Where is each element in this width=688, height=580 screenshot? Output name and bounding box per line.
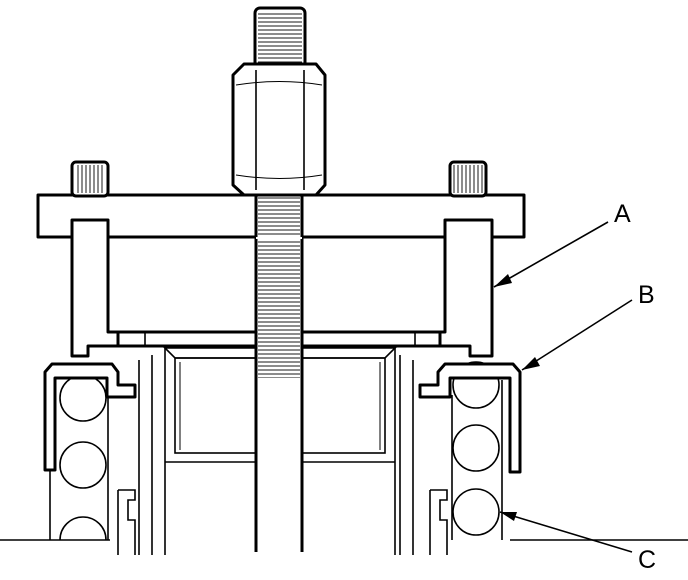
callout-leaders xyxy=(493,221,633,553)
jaw-right xyxy=(418,362,522,474)
bearing-ball-right-1 xyxy=(452,361,500,409)
hub-lower-right xyxy=(430,489,448,555)
leader-c xyxy=(499,511,633,553)
bearing-ball-right-2 xyxy=(452,424,500,472)
side-bolts xyxy=(70,160,488,198)
hub-assembly xyxy=(0,347,688,555)
leader-b xyxy=(521,299,633,371)
puller-leg-left xyxy=(70,218,120,358)
callout-label-a: A xyxy=(614,200,631,228)
puller-body-a xyxy=(36,193,526,358)
puller-leg-right xyxy=(438,218,494,358)
center-nut xyxy=(231,6,327,197)
bearing-ball-left-2 xyxy=(59,441,107,489)
puller-jaws-b xyxy=(43,362,522,474)
hub-lower-left xyxy=(118,489,136,555)
spacer-plate xyxy=(116,330,442,348)
leader-a xyxy=(493,221,609,288)
center-screw xyxy=(254,200,304,552)
bearing-ball-left-3 xyxy=(59,516,107,541)
callout-label-b: B xyxy=(638,281,655,309)
callout-label-c: C xyxy=(638,546,656,574)
jaw-left xyxy=(43,362,137,472)
screw-threads xyxy=(258,230,300,378)
bearing-ball-right-3 xyxy=(452,488,500,536)
bearing-ball-left-1 xyxy=(59,374,107,422)
